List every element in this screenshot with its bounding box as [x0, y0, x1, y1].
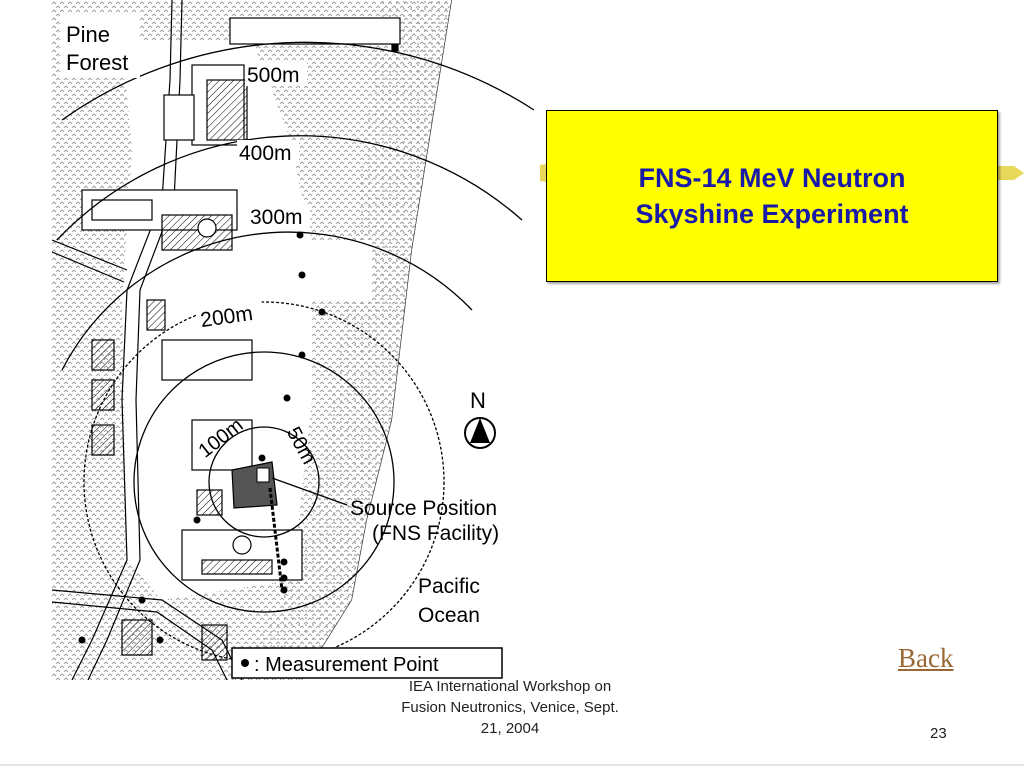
measurement-point-legend: : Measurement Point: [231, 647, 503, 679]
ring-label-400m: 400m: [239, 142, 292, 165]
buildings: [81, 17, 401, 661]
slide-number: 23: [930, 725, 947, 742]
footer-line-1: IEA International Workshop on: [408, 678, 612, 695]
title-box: FNS-14 MeV Neutron Skyshine Experiment: [546, 110, 998, 282]
title-line-2: Skyshine Experiment: [635, 199, 909, 229]
ring-label-500m: 500m: [247, 64, 300, 87]
pacific-label: Pacific: [418, 575, 480, 598]
beach-area: [232, 0, 452, 680]
footer-line-3: 21, 2004: [480, 720, 540, 737]
footer-line-2: Fusion Neutronics, Venice, Sept.: [401, 699, 619, 716]
fns-facility-label: (FNS Facility): [372, 522, 499, 545]
title-line-1: FNS-14 MeV Neutron: [638, 163, 906, 193]
north-label: N: [470, 388, 486, 413]
legend-label: : Measurement Point: [254, 654, 439, 676]
footer-text: IEA International Workshop on Fusion Neu…: [350, 676, 670, 739]
right-arrow-icon: [998, 166, 1024, 180]
north-arrow-icon: N: [464, 388, 496, 449]
bottom-divider: [0, 764, 1024, 766]
site-map: Pine Forest 500m 400m 300m 200m 100m 50m…: [52, 0, 534, 680]
pine-forest-label-line2: Forest: [66, 50, 128, 75]
roads: [52, 0, 243, 680]
distance-rings: [56, 41, 534, 663]
pine-forest-label-line1: Pine: [66, 22, 110, 47]
ring-label-300m: 300m: [250, 206, 303, 229]
source-position-label: Source Position: [350, 497, 497, 520]
ocean-label: Ocean: [418, 604, 480, 627]
back-link[interactable]: Back: [898, 643, 954, 673]
ocean-area: [302, 0, 534, 680]
